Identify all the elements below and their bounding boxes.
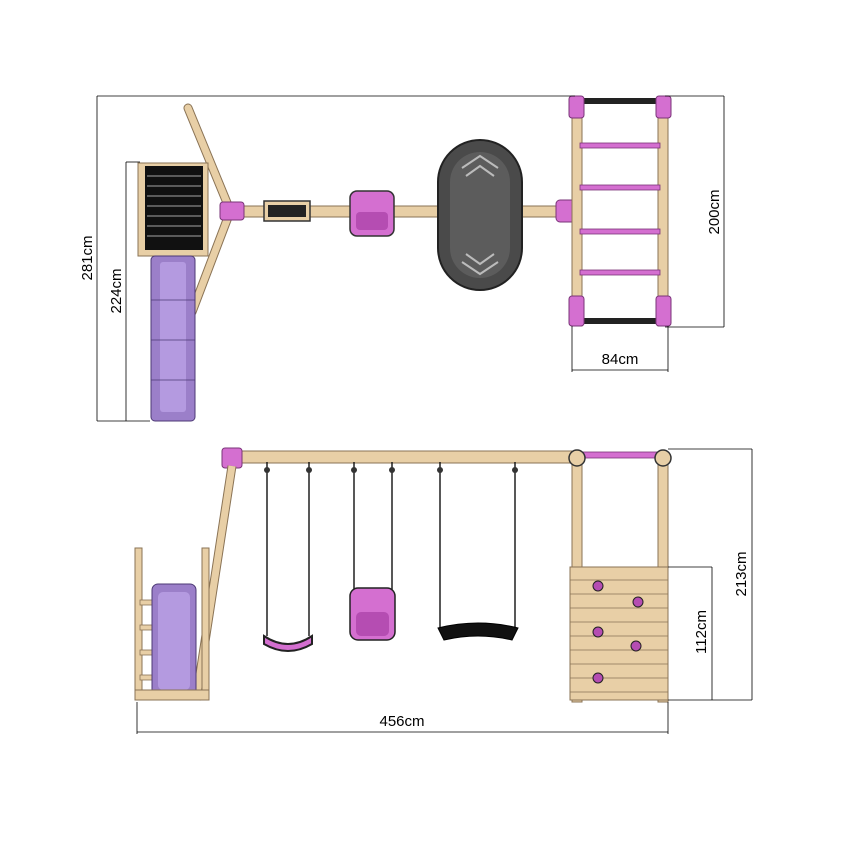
label-200cm: 200cm [706,189,723,234]
top-frame-bottom-bar [578,318,664,324]
top-tower-roof [145,166,203,250]
front-tower-base [134,689,210,701]
top-monkey-rungs [579,142,661,276]
top-frame-corner-brackets [568,95,672,327]
top-belt-swing-seat [268,205,306,217]
front-slide-bed [158,592,190,690]
dim-top-frame-width: 84cm [571,326,669,372]
front-nest-swing [437,622,519,641]
dim-top-total-depth: 281cm [79,95,575,422]
dim-top-frame-length: 200cm [665,95,725,328]
top-view: 281cm 224cm 200cm 84cm [79,95,725,422]
top-nest-chevron-bottom [461,253,499,276]
top-frame-end-bar [578,98,664,104]
front-beam-bracket-left [221,447,243,469]
front-climbing-holds [592,580,644,684]
label-281cm: 281cm [79,235,96,280]
dim-top-tower-depth: 224cm [108,161,140,421]
front-frame-joint-left [568,449,586,467]
label-456cm: 456cm [379,713,424,730]
front-view: 456cm 213cm 112cm [134,447,753,734]
front-frame-joint-right [654,449,672,467]
top-slide-joints [151,299,195,381]
front-frame-top-bar [575,451,665,459]
front-baby-seat-inner [356,612,389,636]
top-nest-swing-inner [450,152,510,278]
label-112cm: 112cm [693,610,710,654]
front-chain-hooks [264,467,518,473]
top-baby-seat-inner [356,212,388,230]
dim-front-wall-height: 112cm [668,566,713,700]
top-a-frame-leg-upper-fill [184,104,234,214]
top-a-frame-leg-lower-fill [188,208,234,316]
front-a-frame-leg-fill [192,465,236,701]
top-beam-bracket-left [219,201,245,221]
top-nest-chevron-top [461,154,499,177]
label-213cm: 213cm [733,551,750,596]
front-belt-swing [263,634,313,652]
top-frame-rail-right [657,97,669,327]
top-slide-bed [160,262,186,412]
dim-front-total-width: 456cm [136,702,669,734]
front-wall-planks [570,579,668,693]
label-224cm: 224cm [108,268,125,313]
top-tower-slats [147,175,201,237]
front-swing-chains [266,462,516,636]
top-frame-rail-left [571,97,583,327]
dim-front-total-height: 213cm [668,448,753,701]
front-climbing-wall [569,566,669,701]
front-swing-beam [221,450,575,464]
front-tower-post-right [201,547,210,701]
label-84cm: 84cm [602,351,639,368]
